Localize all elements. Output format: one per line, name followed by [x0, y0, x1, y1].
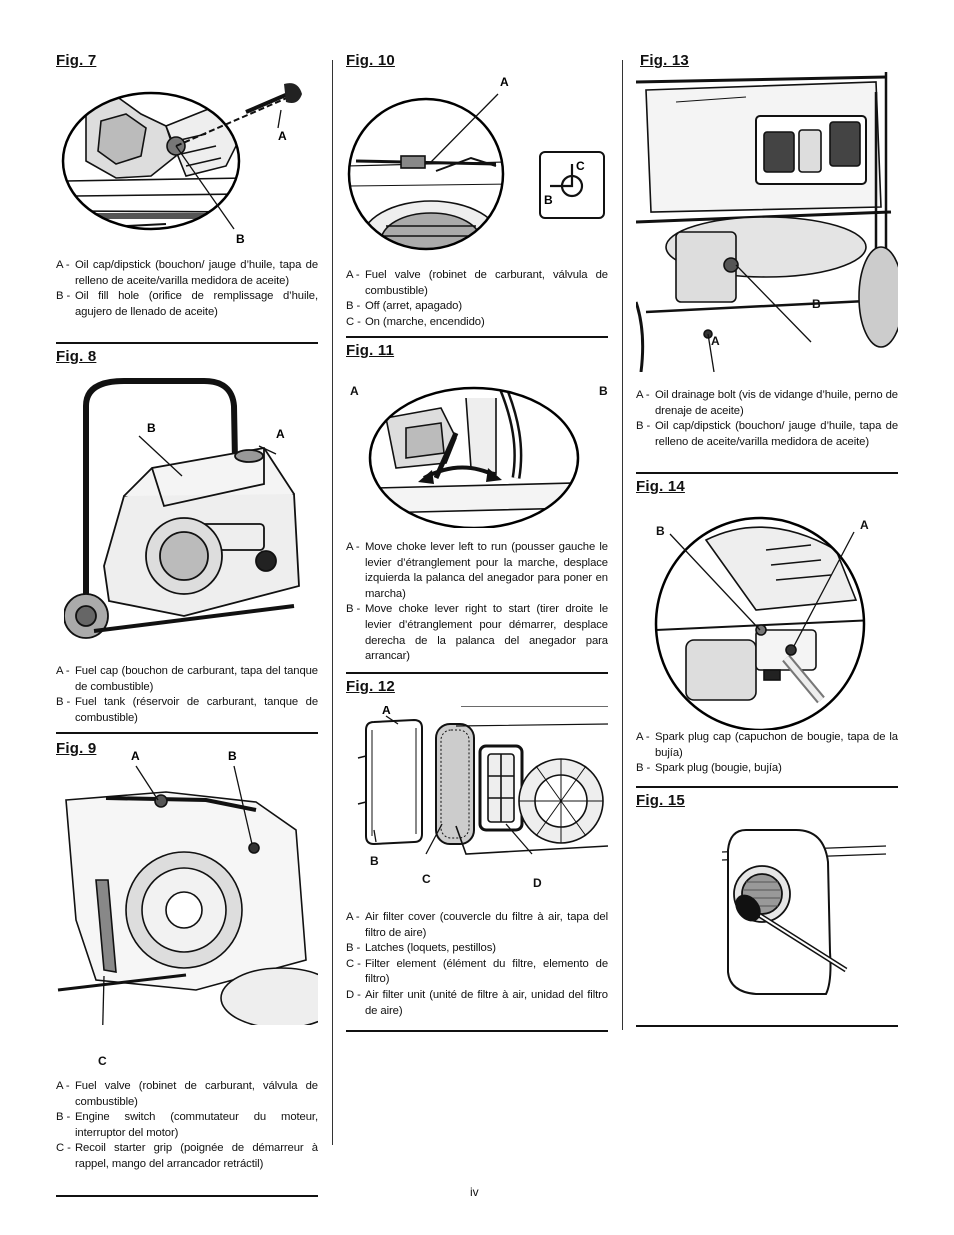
- figure-title: Fig. 14: [636, 478, 685, 495]
- label-d: D: [533, 876, 542, 890]
- label-a: A: [860, 518, 869, 532]
- label-a: A: [131, 749, 140, 763]
- figure-title: Fig. 9: [56, 740, 97, 757]
- label-c: C: [576, 159, 585, 173]
- air-filter-illustration: A: [357, 706, 608, 855]
- column-divider-right: [622, 60, 623, 1030]
- valve-position-symbol: C B: [539, 151, 605, 219]
- figure-8-caption: A -Fuel cap (bouchon de carburant, tapa …: [56, 665, 318, 724]
- label-b: B: [147, 421, 156, 435]
- label-a: A: [500, 75, 509, 89]
- figure-9-caption: A -Fuel valve (robinet de carburant, vál…: [56, 1080, 318, 1170]
- label-b: B: [812, 297, 821, 311]
- engine-controls-illustration: A B: [57, 749, 318, 1025]
- label-c: C: [422, 872, 431, 886]
- figure-7-caption: A -Oil cap/dipstick (bouchon/ jauge d’hu…: [56, 259, 318, 318]
- spark-plug-illustration: [654, 516, 866, 730]
- label-b: B: [599, 384, 608, 398]
- section-rule: [636, 786, 898, 788]
- oil-drain-illustration: [636, 72, 898, 372]
- figure-13-caption: A -Oil drainage bolt (vis de vidange d’h…: [636, 389, 898, 448]
- label-b: B: [656, 524, 665, 538]
- figure-12-caption: A -Air filter cover (couvercle du filtre…: [346, 911, 608, 1017]
- oil-cap-illustration: A B: [61, 83, 302, 246]
- figure-title: Fig. 11: [346, 342, 395, 359]
- section-rule: [56, 732, 318, 734]
- section-rule: [346, 336, 608, 338]
- label-b: B: [228, 749, 237, 763]
- label-b: B: [544, 193, 553, 207]
- figure-14-caption: A -Spark plug cap (capuchon de bougie, t…: [636, 731, 898, 775]
- section-rule: [56, 1195, 318, 1197]
- generator-fuel-tank-illustration: B A: [64, 378, 300, 639]
- label-a: A: [350, 384, 359, 398]
- label-a: A: [382, 706, 391, 717]
- figure-10-caption: A -Fuel valve (robinet de carburant, vál…: [346, 269, 608, 328]
- column-divider-left: [332, 60, 333, 1145]
- section-rule: [636, 1025, 898, 1027]
- label-b: B: [236, 232, 245, 246]
- figure-title: Fig. 15: [636, 792, 685, 809]
- air-filter-cleaning-illustration: [721, 829, 887, 995]
- label-a: A: [278, 129, 287, 143]
- section-rule: [346, 1030, 608, 1032]
- label-b: B: [370, 854, 379, 868]
- label-a: A: [711, 334, 720, 348]
- figure-title: Fig. 10: [346, 52, 395, 69]
- fuel-valve-illustration: A C B: [347, 75, 605, 251]
- figure-11-caption: A -Move choke lever left to run (pousser…: [346, 541, 608, 663]
- section-rule: [346, 672, 608, 674]
- label-c: C: [98, 1054, 107, 1068]
- section-rule: [636, 472, 898, 474]
- figure-title: Fig. 13: [640, 52, 689, 69]
- figure-title: Fig. 7: [56, 52, 97, 69]
- label-a: A: [276, 427, 285, 441]
- choke-lever-illustration: [368, 386, 580, 528]
- figure-title: Fig. 8: [56, 348, 97, 365]
- page-number: iv: [470, 1185, 479, 1199]
- section-rule: [56, 342, 318, 344]
- figure-title: Fig. 12: [346, 678, 395, 695]
